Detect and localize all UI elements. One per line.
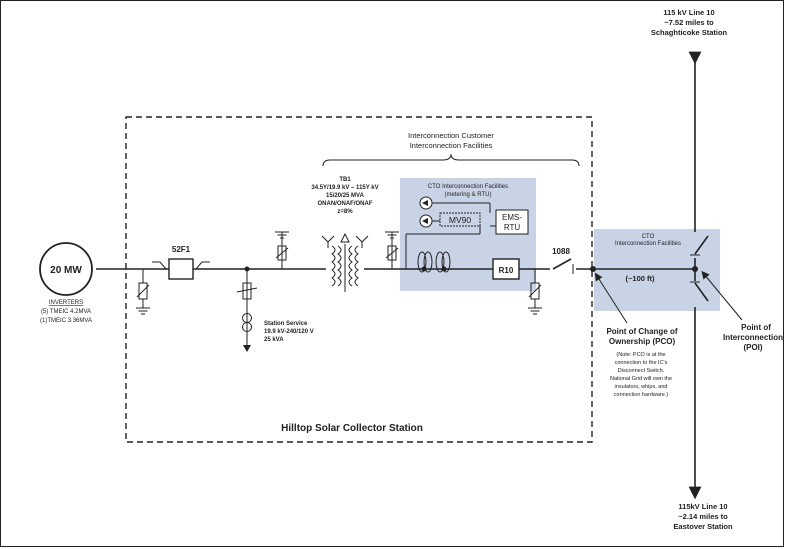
transformer-line1: 34.5Y/19.9 kV – 115Y kV [311,185,378,191]
ems-label-1: EMS- [502,213,522,222]
poi-line1: Point of [741,323,771,332]
pco-note6: connection hardware.) [614,392,669,398]
south-line3: Eastover Station [673,522,733,531]
recloser-label: R10 [499,266,514,275]
cto-right-distance: (~100 ft) [626,274,655,283]
customer-facilities-bracket [322,153,580,167]
mv90-box [439,212,481,227]
inverters-line1: (5) TMEIC 4.2MVA [41,309,91,315]
transformer-name: TB1 [339,177,351,183]
station-service-line3: 25 kVA [264,337,284,343]
pco-line2: Ownership (PCO) [609,337,676,346]
ct-symbols [405,196,496,273]
ems-rtu-box [495,209,529,235]
cto-meter-line1: CTO Interconnection Facilities [428,184,508,190]
cto-meter-line2: (metering & RTU) [445,192,492,198]
north-line1: 115 kV Line 10 [663,8,714,17]
surge-arrester-lower [528,269,542,315]
generator-label: 20 MW [50,265,82,276]
north-line3: Schaghticoke Station [651,28,728,37]
junction-dot-pco [590,266,596,272]
station-name: Hilltop Solar Collector Station [281,423,423,434]
cto-right-line1: CTO [642,234,655,240]
poi-line2: Interconnection [723,333,783,342]
poi-line3: (POI) [743,343,762,352]
north-line2: ~7.52 miles to [664,18,714,27]
inverters-line2: (1)TMEIC 3.36MVA [40,318,92,324]
pco-note5: insulators, whips, and [615,384,668,390]
customer-facilities-line1: Interconnection Customer [408,131,494,140]
station-service-line1: Station Service [264,321,308,327]
station-boundary [125,116,593,443]
poi-switches [690,232,709,307]
transformer-line2: 15/20/25 MVA [326,193,365,199]
transformer-tb1 [321,232,369,292]
south-line1: 115kV Line 10 [678,502,727,511]
generator-circle [39,242,93,296]
customer-facilities-line2: Interconnection Facilities [410,141,493,150]
transformer-line4: z=8% [337,209,353,215]
breaker-label: 52F1 [172,245,191,254]
south-line2: ~2.14 miles to [678,512,728,521]
surge-arrester-upper [275,231,289,269]
pco-arrow [594,272,628,324]
pco-note4: National Grid will own the [610,376,672,382]
recloser-r10 [492,258,520,280]
transformer-line3: ONAN/ONAF/ONAF [318,201,373,207]
junction-dot-poi [692,266,698,272]
inverters-title: INVERTERS [49,300,83,306]
pco-line1: Point of Change of [606,327,677,336]
pco-note1: (Note: PCO is at the [616,352,665,358]
surge-arrester-hv [385,231,399,269]
cto-right-line2: Interconnection Facilities [615,241,681,247]
breaker-52f1 [152,258,210,280]
poi-arrow [701,270,743,321]
pco-note3: Disconnect Switch. [618,368,665,374]
surge-arrester-left [136,269,150,315]
pco-note2: connection to the IC's [615,360,668,366]
station-service-branch [236,269,258,352]
station-service-line2: 19.9 kV-240/120 V [264,329,314,335]
switch-label: 1088 [552,247,570,256]
ems-label-2: RTU [504,223,521,232]
disconnect-switch-1088 [550,258,576,274]
mv90-label: MV90 [449,215,471,225]
